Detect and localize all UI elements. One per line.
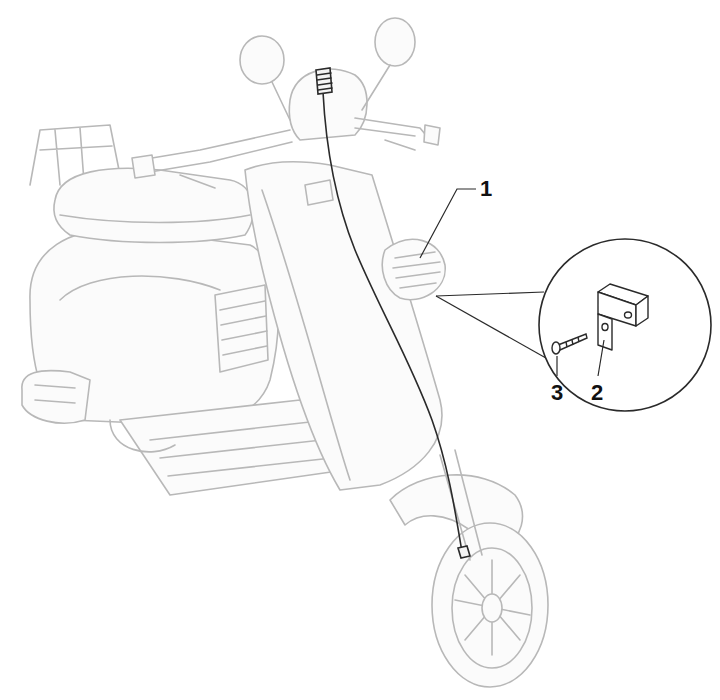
line-art — [602, 324, 608, 331]
line-art — [436, 292, 544, 296]
line-art — [240, 36, 284, 84]
line-art — [305, 180, 333, 205]
line-art — [323, 92, 462, 552]
callout-number: 2 — [591, 382, 603, 404]
line-art — [393, 252, 440, 288]
line-art — [482, 594, 502, 622]
line-art — [556, 356, 557, 376]
line-art — [272, 82, 290, 120]
line-art — [375, 18, 415, 66]
line-art — [355, 118, 430, 140]
line-art — [552, 342, 560, 354]
line-art — [452, 548, 532, 668]
line-art — [22, 371, 90, 424]
line-art — [436, 296, 553, 362]
line-art — [455, 560, 530, 655]
line-art — [289, 69, 367, 140]
line-art — [362, 65, 390, 110]
speedometer-cable — [316, 68, 470, 558]
callout-number: 1 — [480, 178, 492, 200]
line-art — [458, 546, 470, 558]
detail-inset — [539, 239, 711, 411]
line-art — [110, 420, 175, 452]
line-art — [598, 314, 612, 350]
line-art — [566, 337, 579, 347]
line-art — [215, 285, 268, 372]
scooter-body — [22, 18, 548, 687]
line-art — [317, 73, 332, 90]
inset-pointer — [436, 292, 553, 362]
line-art — [420, 189, 476, 258]
line-art — [140, 130, 292, 172]
bracket — [598, 284, 648, 350]
line-art — [432, 523, 548, 687]
line-art — [424, 125, 440, 145]
line-art — [262, 190, 350, 480]
line-art — [150, 422, 332, 476]
line-art — [382, 239, 445, 299]
line-art — [636, 296, 648, 326]
line-art — [316, 68, 332, 94]
line-art — [132, 155, 155, 178]
line-art — [60, 276, 220, 300]
callout-number: 3 — [551, 382, 563, 404]
leader-lines — [420, 189, 604, 376]
line-art — [598, 340, 604, 376]
line-art — [625, 312, 632, 318]
line-art — [180, 140, 415, 188]
line-art — [558, 334, 587, 350]
line-art — [245, 162, 442, 490]
line-art — [54, 168, 253, 242]
line-art — [60, 215, 250, 223]
line-art — [220, 301, 267, 355]
line-art — [35, 385, 75, 403]
screw — [552, 334, 587, 354]
